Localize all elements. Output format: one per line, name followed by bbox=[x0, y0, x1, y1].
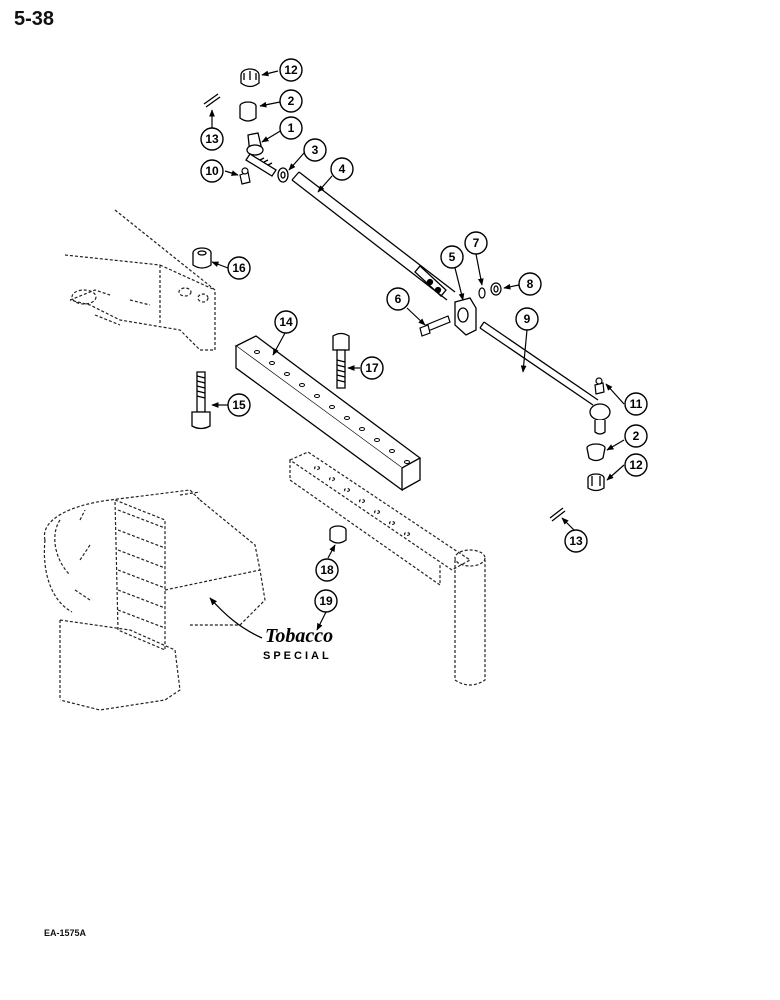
callout-5: 5 bbox=[440, 245, 464, 269]
callout-7: 7 bbox=[464, 231, 488, 255]
svg-text:7: 7 bbox=[473, 236, 480, 250]
hex-nut-18 bbox=[329, 525, 347, 544]
drawbar-holes bbox=[254, 350, 410, 464]
tractor-frame bbox=[64, 209, 216, 351]
wheel-assembly bbox=[43, 489, 266, 711]
svg-text:16: 16 bbox=[232, 261, 246, 275]
callout-2-upper: 2 bbox=[279, 89, 303, 113]
grease-fitting-upper bbox=[239, 167, 251, 185]
drawbar-extension bbox=[234, 335, 422, 492]
callout-3: 3 bbox=[303, 138, 327, 162]
tobacco-special-badge: Tobacco SPECIAL bbox=[263, 625, 333, 662]
cap-screw-15 bbox=[191, 371, 211, 430]
callouts: 12 2 13 1 3 10 4 16 7 5 8 6 14 9 17 15 1… bbox=[200, 58, 648, 613]
callout-4: 4 bbox=[330, 157, 354, 181]
grease-fitting-lower bbox=[594, 377, 605, 395]
callout-6: 6 bbox=[386, 287, 410, 311]
cotter-pin-upper bbox=[203, 93, 221, 108]
callout-13-lower: 13 bbox=[564, 529, 588, 553]
svg-text:3: 3 bbox=[312, 143, 319, 157]
cotter-pin-lower bbox=[549, 507, 566, 522]
svg-text:2: 2 bbox=[633, 429, 640, 443]
callout-13-upper: 13 bbox=[200, 127, 224, 151]
clamp-washer-3 bbox=[277, 167, 289, 183]
svg-text:6: 6 bbox=[395, 292, 402, 306]
spacer-nut bbox=[192, 247, 212, 269]
tobacco-pointer-arrow bbox=[209, 597, 263, 639]
svg-text:13: 13 bbox=[569, 534, 583, 548]
callout-leaders bbox=[209, 70, 625, 631]
callout-11: 11 bbox=[624, 392, 648, 416]
upper-ball-joint bbox=[245, 132, 277, 177]
svg-text:13: 13 bbox=[205, 132, 219, 146]
badge-word: Tobacco bbox=[265, 625, 333, 647]
dust-seal-lower bbox=[586, 443, 606, 462]
callout-17: 17 bbox=[360, 356, 384, 380]
clamp-nut bbox=[490, 282, 502, 296]
tube-clamp bbox=[454, 297, 477, 336]
callout-12-upper: 12 bbox=[279, 58, 303, 82]
dust-seal-upper bbox=[239, 101, 257, 122]
svg-text:5: 5 bbox=[449, 250, 456, 264]
svg-text:15: 15 bbox=[232, 398, 246, 412]
svg-text:2: 2 bbox=[288, 94, 295, 108]
tie-rod-upper bbox=[291, 171, 456, 301]
callout-10: 10 bbox=[200, 159, 224, 183]
svg-text:9: 9 bbox=[524, 312, 531, 326]
callout-16: 16 bbox=[227, 256, 251, 280]
lower-ball-joint bbox=[589, 403, 611, 435]
figure-code: EA-1575A bbox=[44, 928, 87, 938]
clamp-bolt bbox=[419, 315, 451, 337]
callout-2-lower: 2 bbox=[624, 424, 648, 448]
castle-nut-lower bbox=[587, 473, 605, 492]
svg-text:14: 14 bbox=[279, 315, 293, 329]
svg-text:10: 10 bbox=[205, 164, 219, 178]
badge-subtitle: SPECIAL bbox=[263, 650, 332, 662]
svg-text:4: 4 bbox=[339, 162, 346, 176]
callout-1: 1 bbox=[279, 116, 303, 140]
svg-text:12: 12 bbox=[284, 63, 298, 77]
callout-15: 15 bbox=[227, 393, 251, 417]
lock-washer bbox=[478, 287, 486, 299]
svg-text:8: 8 bbox=[527, 277, 534, 291]
callout-8: 8 bbox=[518, 272, 542, 296]
svg-text:1: 1 bbox=[288, 121, 295, 135]
castle-nut-upper bbox=[240, 68, 260, 88]
callout-14: 14 bbox=[274, 310, 298, 334]
cap-screw-17 bbox=[332, 332, 350, 389]
svg-text:11: 11 bbox=[630, 397, 643, 411]
tie-rod-lower bbox=[479, 321, 599, 406]
callout-18: 18 bbox=[315, 558, 339, 582]
callout-12-lower: 12 bbox=[624, 453, 648, 477]
svg-text:12: 12 bbox=[629, 458, 643, 472]
callout-9: 9 bbox=[515, 307, 539, 331]
tobacco-drawbar bbox=[288, 451, 486, 686]
callout-19: 19 bbox=[314, 589, 338, 613]
svg-text:19: 19 bbox=[319, 594, 333, 608]
svg-text:17: 17 bbox=[365, 361, 379, 375]
svg-text:18: 18 bbox=[320, 563, 334, 577]
page-number: 5-38 bbox=[14, 8, 55, 30]
